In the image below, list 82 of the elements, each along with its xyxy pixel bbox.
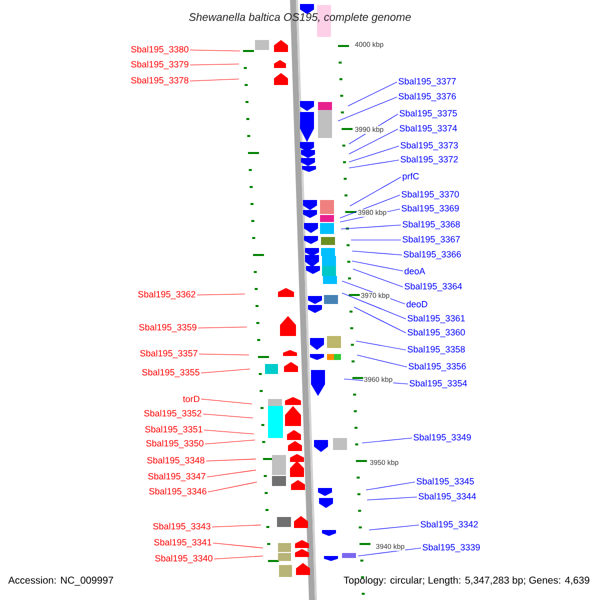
gene-label: torD — [182, 396, 200, 402]
gene-label: Sbal195_3364 — [404, 282, 462, 292]
leader-line — [352, 268, 404, 288]
gene-label: prfC — [402, 172, 419, 182]
gene-label: Sbal195_3375 — [400, 110, 457, 118]
leader-line — [214, 556, 264, 560]
gene-label: Sbal195_3350 — [146, 440, 204, 448]
leader-line — [190, 50, 240, 52]
leader-line — [200, 398, 252, 404]
gene-label: Sbal195_3379 — [131, 60, 188, 70]
leader-line — [208, 482, 258, 492]
leader-line — [352, 260, 404, 272]
gene-label: Sbal195_3374 — [400, 124, 457, 134]
gene-label: Sbal195_3347 — [148, 472, 206, 482]
gene-label: Sbal195_3377 — [398, 78, 456, 86]
gene-label: Sbal195_3354 — [410, 380, 467, 388]
leader-line — [204, 440, 256, 444]
leader-line — [340, 224, 402, 230]
leader-line — [206, 458, 256, 462]
gene-label: Sbal195_3359 — [139, 324, 196, 332]
leader-line — [350, 176, 402, 206]
leader-line — [338, 96, 398, 122]
leader-line — [190, 78, 240, 82]
gene-label: Sbal195_3361 — [408, 314, 465, 324]
gene-label: Sbal195_3358 — [408, 346, 465, 354]
gene-label: Sbal195_3367 — [402, 236, 460, 244]
gene-label: Sbal195_3373 — [400, 142, 458, 150]
leader-line — [356, 354, 408, 368]
title: Shewanella baltica OS195, complete genome — [189, 12, 411, 24]
gene-label: Sbal195_3344 — [418, 492, 476, 502]
leader-line — [196, 294, 246, 296]
leader-line — [348, 146, 400, 162]
gene-label: Sbal195_3368 — [402, 220, 460, 230]
gene-label: Sbal195_3343 — [153, 522, 210, 532]
leader-line — [212, 524, 262, 528]
gene-label: Sbal195_3366 — [404, 250, 461, 260]
leader-line — [200, 368, 250, 374]
gene-label: Sbal195_3357 — [140, 350, 198, 358]
leader-line — [366, 482, 416, 490]
leader-line — [340, 194, 400, 218]
gene-label: Sbal195_3340 — [155, 554, 212, 564]
leader-line — [348, 160, 400, 168]
gene-label: Sbal195_3341 — [154, 538, 212, 548]
gene-label: Sbal195_3342 — [420, 520, 478, 530]
leader-line — [348, 128, 398, 154]
leader-line — [202, 414, 254, 418]
gene-label: Sbal195_3352 — [144, 410, 202, 418]
leader-line — [356, 340, 406, 350]
leader-line — [354, 306, 406, 334]
gene-label: Sbal195_3349 — [414, 434, 471, 442]
gene-label: Sbal195_3372 — [400, 156, 458, 164]
leader-line — [342, 292, 406, 320]
gene-label: Sbal195_3380 — [131, 46, 188, 54]
gene-label: Sbal195_3362 — [138, 290, 196, 300]
leader-line — [198, 326, 248, 328]
gene-label: Sbal195_3369 — [402, 204, 459, 214]
leader-line — [352, 250, 402, 256]
leader-line — [358, 548, 422, 556]
gene-label: Sbal195_3355 — [142, 368, 200, 378]
gene-label: Sbal195_3345 — [416, 478, 474, 486]
footer-text: Topology: circular; Length: 5,347,283 bp; Genes: 4,639 — [344, 576, 590, 586]
leader-line — [206, 470, 256, 478]
gene-label: deoD — [406, 300, 428, 308]
footer-text: Accession: NC_009997 — [8, 576, 114, 586]
gene-label: Sbal195_3346 — [149, 488, 206, 496]
gene-label: Sbal195_3356 — [408, 362, 466, 372]
gene-label: Sbal195_3378 — [131, 76, 188, 86]
leader-line — [348, 82, 398, 106]
gene-label: Sbal195_3351 — [145, 426, 202, 434]
gene-label: deoA — [404, 268, 426, 274]
leader-line — [368, 524, 420, 530]
gene-label: Sbal195_3360 — [408, 328, 465, 338]
gene-label: Sbal195_3376 — [398, 92, 456, 102]
gene-label: Sbal195_3348 — [147, 456, 204, 466]
gene-label: Sbal195_3339 — [422, 544, 480, 552]
leader-line — [204, 430, 254, 434]
leader-line — [212, 542, 264, 548]
leader-line — [190, 64, 240, 66]
leader-line — [198, 354, 250, 356]
leader-line — [366, 496, 418, 500]
gene-label: Sbal195_3370 — [402, 190, 459, 200]
leader-line — [362, 438, 412, 444]
